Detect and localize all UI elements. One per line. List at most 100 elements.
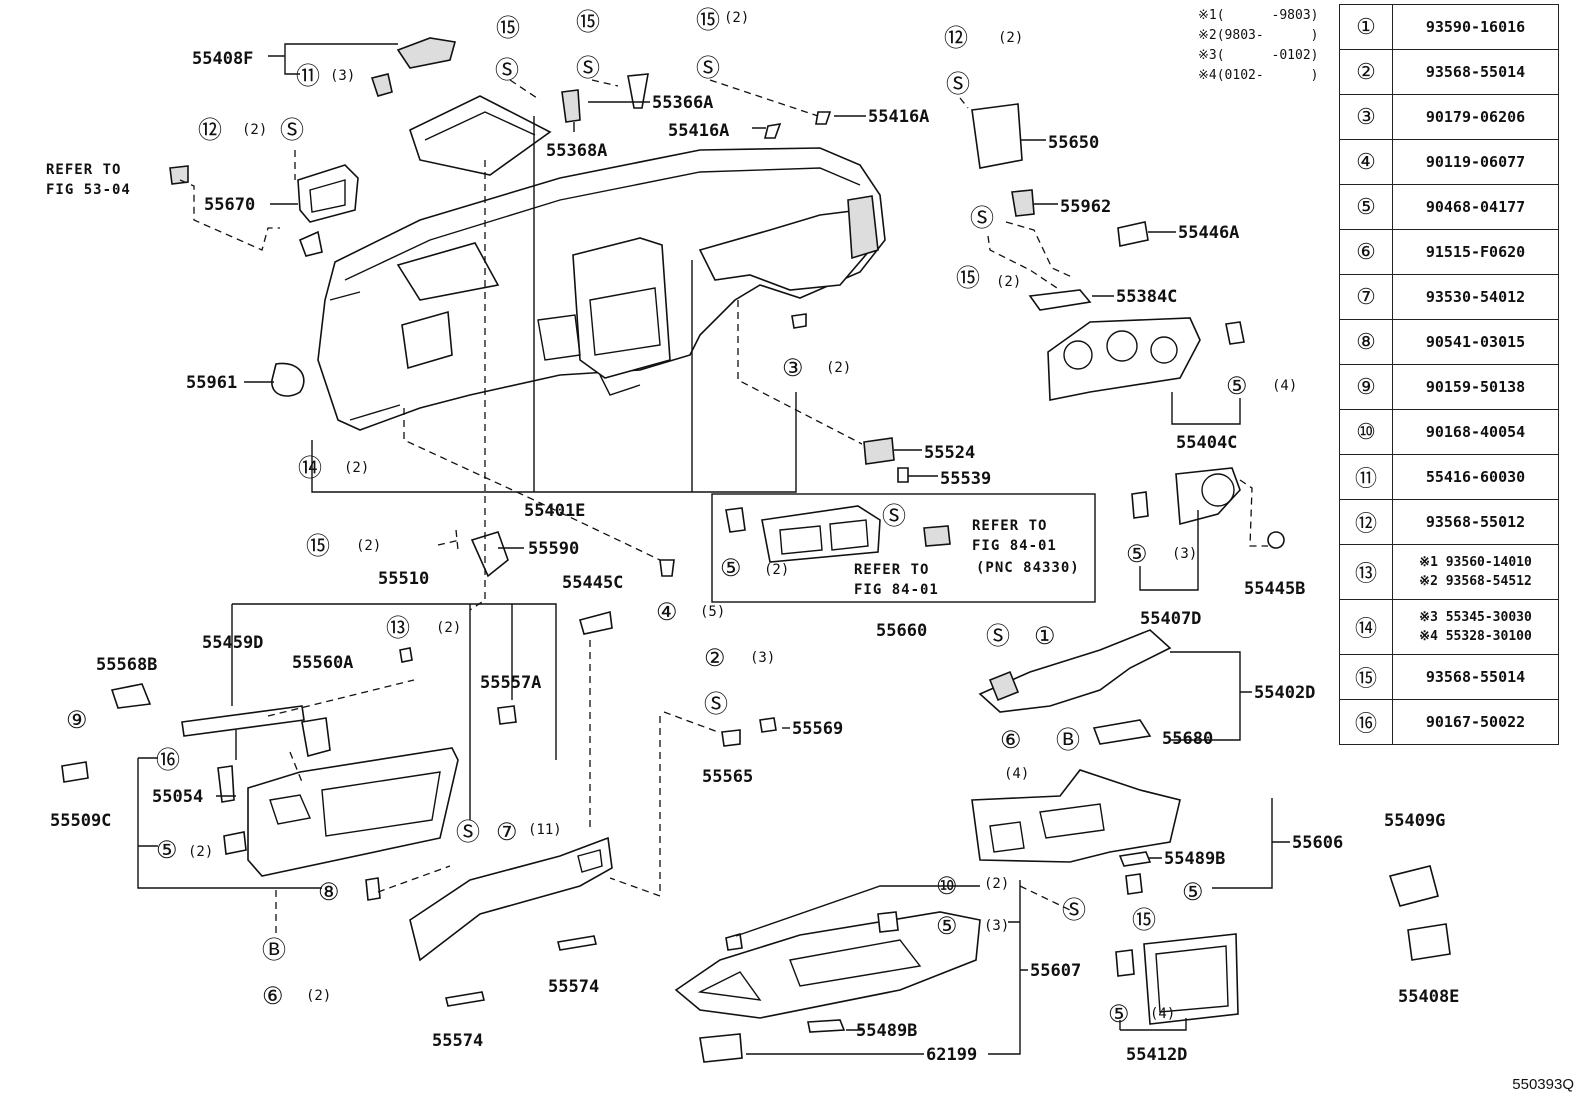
part-label: 55054: [152, 787, 203, 807]
qty: (2): [242, 122, 267, 138]
legend-row: ※4(0102- ): [1198, 66, 1318, 86]
qty: (2): [188, 844, 213, 860]
refer-note: REFER TO: [972, 518, 1047, 534]
qty: (2): [996, 274, 1021, 290]
qty: (3): [330, 68, 355, 84]
reference-number: ⑮: [1339, 654, 1393, 700]
part-label: 55509C: [50, 811, 111, 831]
callout-2: ②: [704, 644, 726, 672]
part-label: 55446A: [1178, 223, 1239, 243]
callout-15: ⑮: [496, 14, 520, 42]
refer-note: FIG 84-01: [972, 538, 1057, 554]
callout-S: Ⓢ: [704, 690, 728, 718]
part-label: 55560A: [292, 653, 353, 673]
qty: (3): [1172, 546, 1197, 562]
part-label: 55510: [378, 569, 429, 589]
part-label: 55524: [924, 443, 975, 463]
refer-note: REFER TO: [854, 562, 929, 578]
reference-number: ⑪: [1339, 454, 1393, 500]
callout-5: ⑤: [156, 836, 178, 864]
callout-symbols: ⑮ Ⓢ ⑮ Ⓢ ⑮ Ⓢ ⑪ ⑫ Ⓢ ⑫ Ⓢ Ⓢ ⑮ ③ ⑤ ⑭ ⑮ ⑤ Ⓢ ⑤ …: [66, 6, 1248, 1028]
part-label: 55606: [1292, 833, 1343, 853]
reference-number: ⑬: [1339, 544, 1393, 600]
qty: (2): [356, 538, 381, 554]
reference-row: ⑭※3 55345-30030※4 55328-30100: [1339, 599, 1559, 655]
part-label: 55409G: [1384, 811, 1445, 831]
part-label: 55568B: [96, 655, 157, 675]
callout-5: ⑤: [1226, 372, 1248, 400]
reference-number: ⑭: [1339, 599, 1393, 655]
qty: (2): [344, 460, 369, 476]
figure-code: 550393Q: [1512, 1076, 1574, 1093]
callout-1: ①: [1034, 622, 1056, 650]
reference-number: ⑦: [1339, 274, 1393, 320]
part-label: 55368A: [546, 141, 607, 161]
callout-5: ⑤: [936, 912, 958, 940]
part-label: 55459D: [202, 633, 263, 653]
part-label: 55569: [792, 719, 843, 739]
reference-part-number: 93568-55012: [1392, 499, 1559, 545]
callout-3: ③: [782, 354, 804, 382]
callout-5: ⑤: [720, 554, 742, 582]
reference-part-number: 93590-16016: [1392, 4, 1559, 50]
legend-mark: ※3: [1198, 48, 1217, 63]
refer-note: REFER TO: [46, 162, 121, 178]
part-drawings-upper: [169, 37, 1245, 483]
reference-part-number-line: ※4 55328-30100: [1419, 629, 1532, 644]
qty: (2): [306, 988, 331, 1004]
reference-part-number: ※3 55345-30030※4 55328-30100: [1392, 599, 1559, 655]
callout-S: Ⓢ: [456, 818, 480, 846]
legend-mark: ※1: [1198, 8, 1217, 23]
qty: (4): [1150, 1006, 1175, 1022]
callout-14: ⑭: [298, 454, 322, 482]
callout-13: ⑬: [386, 614, 410, 642]
callout-12: ⑫: [198, 116, 222, 144]
reference-number: ⑤: [1339, 184, 1393, 230]
part-label: 55574: [432, 1031, 483, 1051]
part-label: 55384C: [1116, 287, 1177, 307]
qty: (2): [436, 620, 461, 636]
part-label: 55407D: [1140, 609, 1201, 629]
refer-notes: REFER TO FIG 53-04 REFER TO FIG 84-01 (P…: [46, 162, 1079, 598]
callout-15: ⑮: [306, 532, 330, 560]
legend-row: ※3( -0102): [1198, 46, 1318, 66]
part-label: 55680: [1162, 729, 1213, 749]
callout-16: ⑯: [156, 746, 180, 774]
callout-S: Ⓢ: [882, 502, 906, 530]
reference-number: ⑯: [1339, 699, 1393, 745]
callout-15: ⑮: [576, 8, 600, 36]
reference-part-number: 90119-06077: [1392, 139, 1559, 185]
callout-15: ⑮: [696, 6, 720, 34]
part-label: 55416A: [668, 121, 729, 141]
qty: (2): [724, 10, 749, 26]
reference-part-number: 90468-04177: [1392, 184, 1559, 230]
callout-5: ⑤: [1108, 1000, 1130, 1028]
reference-number: ⑧: [1339, 319, 1393, 365]
callout-S: Ⓢ: [1062, 896, 1086, 924]
callout-5: ⑤: [1126, 540, 1148, 568]
reference-part-number-line: ※2 93568-54512: [1419, 574, 1532, 589]
callout-4: ④: [656, 598, 678, 626]
reference-part-number: 93568-55014: [1392, 49, 1559, 95]
reference-part-number: 90167-50022: [1392, 699, 1559, 745]
callout-12: ⑫: [944, 24, 968, 52]
part-label: 55670: [204, 195, 255, 215]
reference-number: ①: [1339, 4, 1393, 50]
reference-part-number-line: ※1 93560-14010: [1419, 555, 1532, 570]
part-label: 55590: [528, 539, 579, 559]
part-drawings-right: [674, 629, 1451, 1063]
dashed-lines: [179, 79, 1268, 936]
